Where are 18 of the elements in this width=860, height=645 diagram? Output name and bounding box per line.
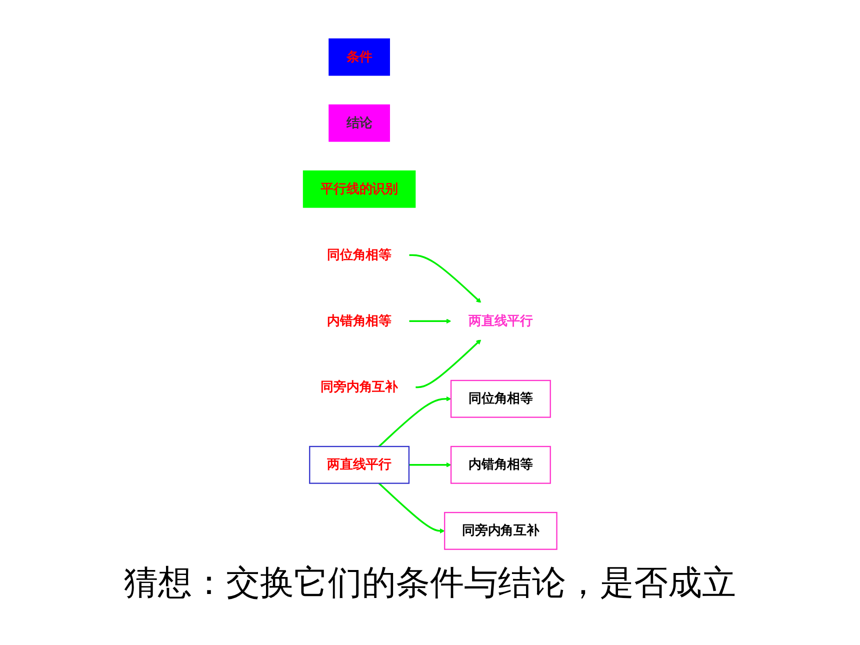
arrow: [378, 396, 452, 447]
node-box: 两直线平行: [309, 445, 410, 484]
arrow: [408, 462, 452, 467]
node-box: 同位角相等: [450, 379, 551, 418]
node-box: 条件: [328, 38, 390, 76]
node-text: 内错角相等: [327, 313, 392, 328]
arrow: [408, 254, 482, 302]
node-text: 同旁内角互补: [320, 379, 398, 394]
arrow: [408, 318, 452, 324]
node-box: 平行线的识别: [302, 170, 416, 208]
node-box: 同旁内角互补: [444, 511, 558, 550]
node-box: 内错角相等: [450, 445, 551, 484]
arrow: [415, 338, 482, 388]
arrow: [378, 482, 445, 533]
node-text: 两直线平行: [468, 313, 533, 328]
node-box: 结论: [328, 104, 390, 142]
node-text: 同位角相等: [327, 247, 392, 262]
conjecture-text: 猜想：交换它们的条件与结论，是否成立: [124, 562, 736, 604]
